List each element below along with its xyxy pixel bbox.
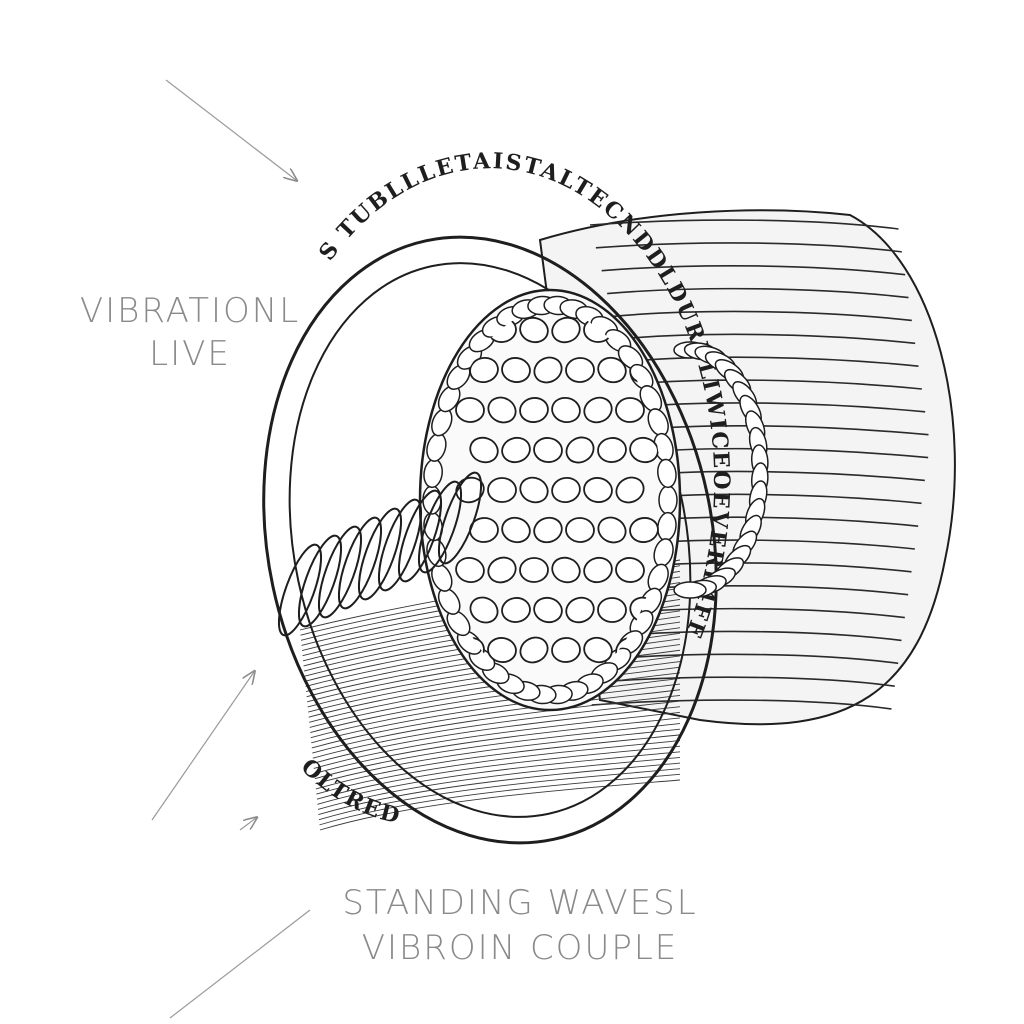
coil-loop: [565, 357, 595, 383]
coil-loop: [616, 398, 644, 422]
label-top-line1: VIBRATIONL: [40, 292, 340, 331]
coil-bead: [659, 486, 677, 514]
label-top-line2: LIVE: [40, 335, 340, 374]
coil-loop: [598, 598, 626, 622]
pointer-arrows: [152, 80, 310, 1018]
coil-loop: [488, 478, 516, 502]
label-bottom-line2: VIBROIN COUPLE: [300, 929, 740, 968]
coil-bead: [674, 582, 706, 598]
label-standing-waves: STANDING WAVESL VIBROIN COUPLE: [300, 884, 740, 968]
label-vibrational-live: VIBRATIONL LIVE: [40, 292, 340, 374]
coil-loop: [565, 517, 595, 543]
arrow-top: [166, 80, 296, 180]
arrow-small: [240, 818, 256, 830]
label-bottom-line1: STANDING WAVESL: [300, 884, 740, 923]
arrow-middle: [152, 672, 254, 820]
coil-loop: [455, 397, 485, 423]
arrow-bottom: [170, 910, 310, 1018]
coil-loop: [520, 558, 549, 583]
